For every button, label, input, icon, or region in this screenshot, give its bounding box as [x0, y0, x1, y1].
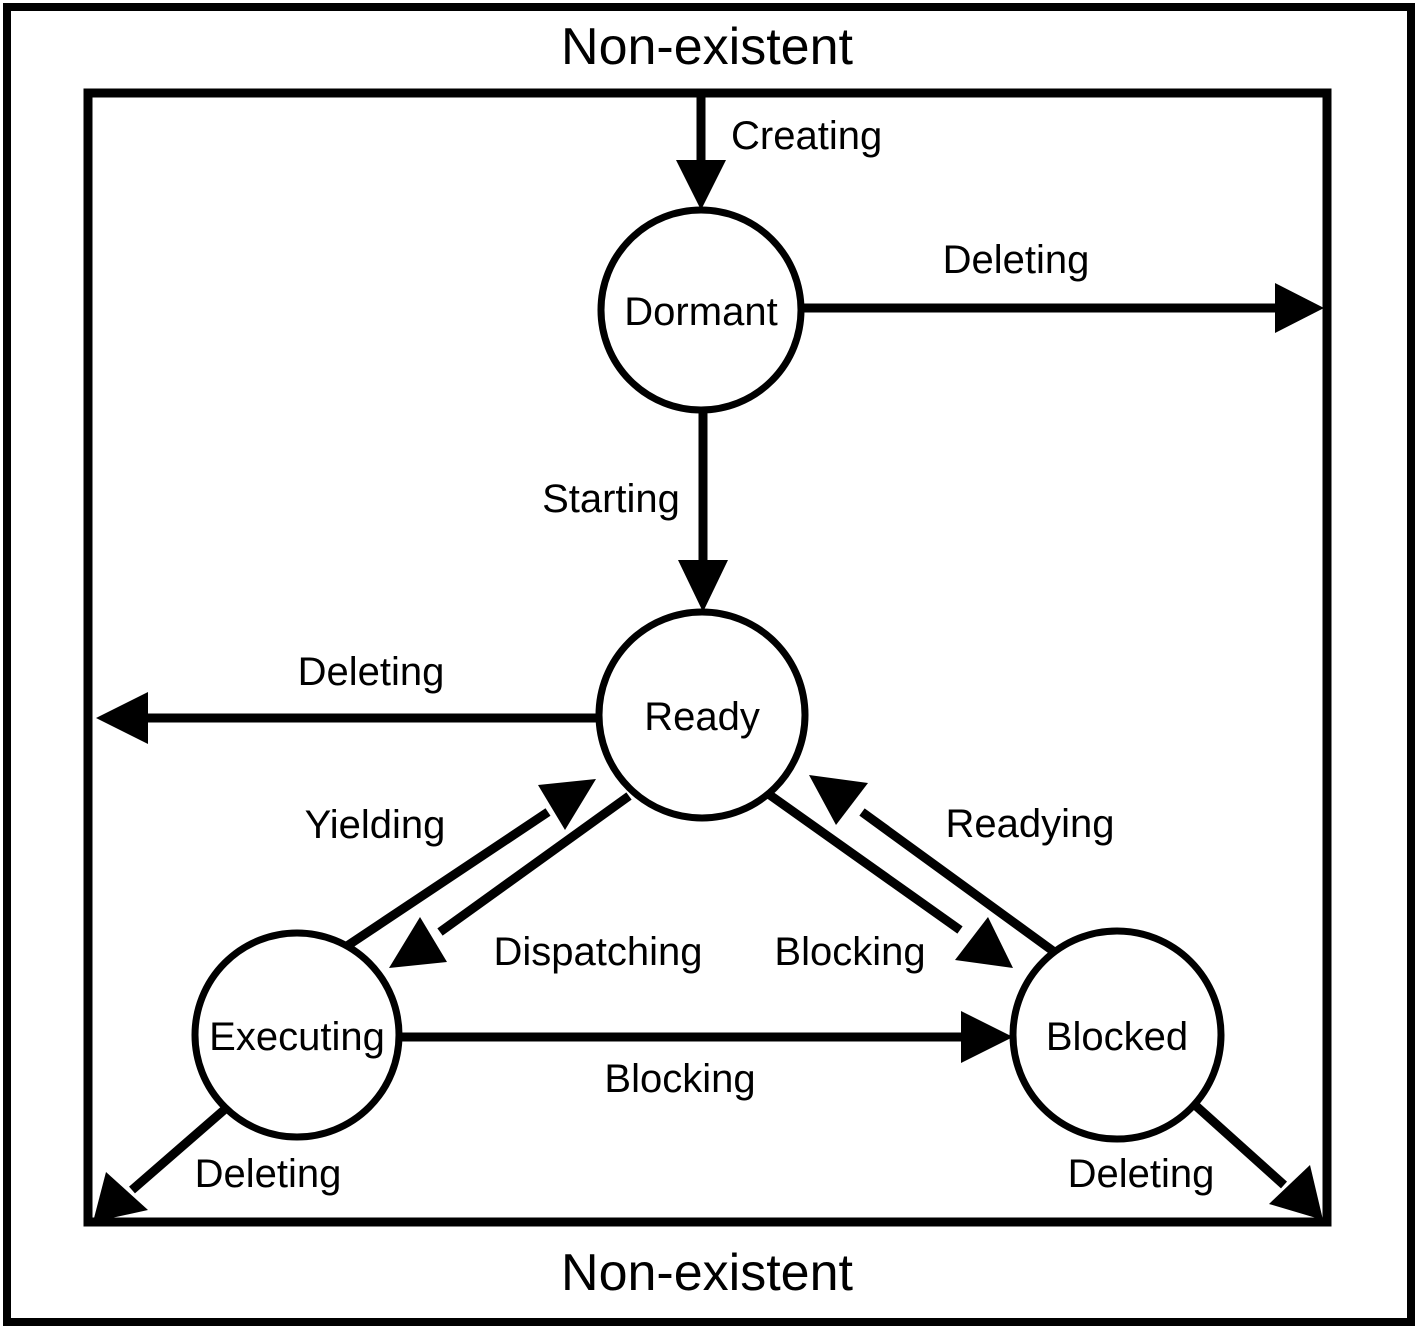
blocked-deleting-arrowhead: [1269, 1165, 1323, 1220]
dormant-circle[interactable]: [597, 206, 805, 414]
executing-deleting-line: [129, 1106, 227, 1194]
dormant-deleting-arrowhead: [1275, 283, 1324, 333]
ready-deleting-arrowhead: [96, 692, 148, 744]
transition-dormant-deleting: [801, 283, 1324, 333]
blocked-deleting-line: [1191, 1101, 1288, 1189]
label-yielding: Yielding: [305, 803, 446, 847]
ready-blocking-line: [764, 789, 963, 934]
label-readying: Readying: [945, 802, 1114, 846]
state-node-blocked[interactable]: Blocked: [1009, 927, 1225, 1143]
transition-ready-blocking: [764, 789, 1013, 968]
outer-frame: [3, 3, 1415, 1326]
state-node-ready[interactable]: Ready: [595, 608, 809, 822]
zone-label-top-non-existent: Non-existent: [561, 18, 853, 76]
ready-circle[interactable]: [595, 608, 809, 822]
executing-deleting-arrowhead: [93, 1172, 148, 1222]
transition-starting: [678, 410, 728, 612]
transition-dispatching: [389, 792, 632, 968]
ready-label: Ready: [644, 695, 760, 739]
state-node-dormant[interactable]: Dormant: [597, 206, 805, 414]
transition-executing-blocking: [400, 1011, 1013, 1063]
readying-arrowhead: [809, 775, 868, 825]
executing-blocking-arrowhead: [961, 1011, 1013, 1063]
transition-yielding: [344, 779, 596, 950]
blocked-label: Blocked: [1046, 1015, 1188, 1059]
executing-circle[interactable]: [191, 929, 403, 1141]
label-dormant-deleting: Deleting: [943, 238, 1090, 282]
executing-label: Executing: [209, 1015, 385, 1059]
label-dispatching: Dispatching: [493, 930, 702, 974]
existence-boundary-box: [83, 88, 1332, 1227]
yielding-line: [344, 808, 551, 950]
label-starting: Starting: [542, 477, 680, 521]
transition-readying: [809, 775, 1056, 955]
dispatching-arrowhead: [389, 917, 447, 968]
zone-label-bottom-non-existent: Non-existent: [561, 1244, 853, 1302]
state-node-executing[interactable]: Executing: [191, 929, 403, 1141]
label-creating: Creating: [731, 114, 882, 158]
dormant-label: Dormant: [624, 290, 777, 334]
transition-blocked-deleting: [1191, 1101, 1323, 1220]
label-blocked-deleting: Deleting: [1068, 1152, 1215, 1196]
ready-blocking-arrowhead: [955, 917, 1013, 968]
starting-arrowhead: [678, 560, 728, 612]
transition-executing-deleting: [93, 1106, 227, 1222]
label-executing-deleting: Deleting: [195, 1152, 342, 1196]
label-executing-blocking: Blocking: [604, 1057, 755, 1101]
blocked-circle[interactable]: [1009, 927, 1225, 1143]
transition-creating: [676, 97, 726, 210]
readying-line: [859, 808, 1056, 955]
yielding-arrowhead: [538, 779, 596, 830]
label-ready-blocking: Blocking: [774, 930, 925, 974]
creating-arrowhead: [676, 160, 726, 210]
transition-ready-deleting: [96, 692, 599, 744]
label-ready-deleting: Deleting: [298, 650, 445, 694]
dispatching-line: [437, 792, 632, 936]
